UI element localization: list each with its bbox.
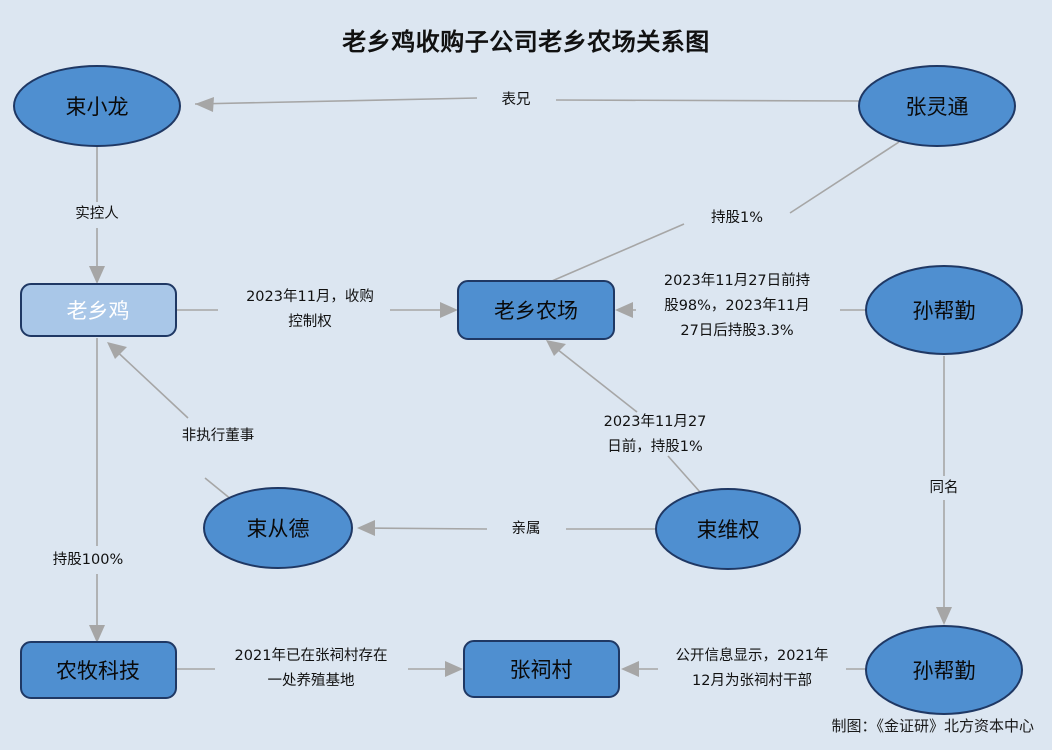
arrowhead <box>445 661 463 677</box>
edge-label-biaoxiong: 表兄 <box>502 91 531 108</box>
edge-line-segment <box>789 141 900 214</box>
edge-label-line: 12月为张祠村干部 <box>692 672 812 689</box>
edge-label-line: 股98%，2023年11月 <box>664 297 810 314</box>
node-sunbangqin-top[interactable]: 孙帮勤 <box>865 265 1023 355</box>
edge-qinshu[interactable] <box>357 520 655 536</box>
edge-sunbangqin-holding[interactable] <box>615 302 866 318</box>
node-shape <box>463 640 620 698</box>
arrowhead <box>107 342 127 359</box>
edge-line-segment <box>359 527 488 530</box>
edge-label-qinshu: 亲属 <box>512 520 541 537</box>
arrowhead <box>936 607 952 625</box>
edge-label-line: 2023年11月27 <box>604 413 707 430</box>
arrowhead <box>195 97 214 112</box>
node-label: 束维权 <box>697 518 760 542</box>
edge-label-cungambu: 公开信息显示，2021年 12月为张祠村干部 <box>676 647 829 689</box>
edge-label-shougou: 2023年11月，收购 控制权 <box>246 288 374 330</box>
edge-label-line: 27日后持股3.3% <box>680 322 793 339</box>
edge-line-segment <box>667 455 701 493</box>
edge-label-line: 持股1% <box>711 209 763 226</box>
edge-label-shikongren: 实控人 <box>75 205 119 222</box>
node-label: 张祠村 <box>510 658 573 682</box>
arrowhead <box>357 520 375 536</box>
edge-label-line: 表兄 <box>502 91 531 108</box>
node-shuweiquan[interactable]: 束维权 <box>655 488 801 570</box>
edge-line-segment <box>109 344 189 419</box>
node-label: 孙帮勤 <box>913 659 976 683</box>
node-label: 孙帮勤 <box>913 299 976 323</box>
node-sunbangqin-bottom[interactable]: 孙帮勤 <box>865 625 1023 715</box>
edge-shuweiquan-holding[interactable] <box>546 340 701 493</box>
node-laoxiangnongchang[interactable]: 老乡农场 <box>457 280 615 340</box>
node-shuxiaolong[interactable]: 束小龙 <box>13 65 181 147</box>
edge-biaoxiong[interactable] <box>194 97 860 112</box>
edge-feizhixingdongshi[interactable] <box>107 342 233 501</box>
node-zhanglingtong[interactable]: 张灵通 <box>858 65 1016 147</box>
edge-label-line: 实控人 <box>75 205 119 222</box>
edge-label-shuweiquan-holding: 2023年11月27 日前，持股1% <box>604 413 707 455</box>
node-label: 老乡农场 <box>494 299 578 323</box>
node-zhangcicun[interactable]: 张祠村 <box>463 640 620 698</box>
edge-label-chigu1pct-zlt: 持股1% <box>711 209 763 226</box>
page-title: 老乡鸡收购子公司老乡农场关系图 <box>342 28 710 56</box>
edge-line-segment <box>544 223 685 285</box>
node-shape <box>13 65 181 147</box>
edge-label-line: 2023年11月27日前持 <box>664 272 810 289</box>
edges-layer <box>89 97 952 677</box>
edge-line-segment <box>547 341 638 413</box>
node-label: 老乡鸡 <box>67 299 130 323</box>
node-shape <box>457 280 615 340</box>
edge-tongming[interactable] <box>936 356 952 625</box>
node-shape <box>865 625 1023 715</box>
edge-label-line: 同名 <box>930 479 959 496</box>
arrowhead <box>440 302 458 318</box>
node-label: 农牧科技 <box>56 659 140 683</box>
arrowhead <box>89 266 105 284</box>
arrowhead <box>615 302 633 318</box>
arrowhead <box>546 340 566 356</box>
credit-line: 制图：《金证研》北方资本中心 <box>831 717 1034 735</box>
node-shape <box>203 487 353 569</box>
edge-line-segment <box>194 97 478 105</box>
edge-line-segment <box>204 477 233 501</box>
edge-label-line: 控制权 <box>288 313 332 330</box>
edge-label-line: 日前，持股1% <box>607 438 703 455</box>
node-shape <box>20 641 177 699</box>
edge-cungambu[interactable] <box>621 661 866 677</box>
edge-label-yangzhijidi: 2021年已在张祠村存在 一处养殖基地 <box>235 647 388 689</box>
edge-label-line: 2021年已在张祠村存在 <box>235 647 388 664</box>
edge-label-line: 持股100% <box>53 551 123 568</box>
edge-label-tongming: 同名 <box>930 479 959 496</box>
node-laoxiangji[interactable]: 老乡鸡 <box>20 283 177 337</box>
edge-labels-layer: 表兄 持股1% 实控人 2023年11月，收购 控制权 2023年11月27日前… <box>53 91 959 689</box>
arrowhead <box>621 661 639 677</box>
arrowhead <box>89 625 105 643</box>
edge-label-sunbangqin-holding: 2023年11月27日前持 股98%，2023年11月 27日后持股3.3% <box>664 272 810 339</box>
edge-label-line: 公开信息显示，2021年 <box>676 647 829 664</box>
edge-label-line: 亲属 <box>512 520 541 537</box>
edge-label-line: 2023年11月，收购 <box>246 288 374 305</box>
edge-label-line: 一处养殖基地 <box>268 672 355 689</box>
nodes-layer: 束小龙 张灵通 老乡鸡 老乡农场 孙帮勤 束从德 <box>13 65 1023 715</box>
node-shape <box>20 283 177 337</box>
node-label: 束从德 <box>247 517 310 541</box>
node-shape <box>865 265 1023 355</box>
node-shucongde[interactable]: 束从德 <box>203 487 353 569</box>
node-shape <box>655 488 801 570</box>
edge-shougou[interactable] <box>177 302 458 318</box>
edge-shikongren[interactable] <box>89 147 105 284</box>
node-label: 张灵通 <box>906 95 969 119</box>
edge-yangzhijidi[interactable] <box>177 661 463 677</box>
node-shape <box>858 65 1016 147</box>
edge-label-line: 非执行董事 <box>182 427 255 444</box>
edge-line-segment <box>555 99 860 102</box>
edge-chigu100[interactable] <box>89 338 105 643</box>
edge-label-chigu100: 持股100% <box>53 551 123 568</box>
node-label: 束小龙 <box>66 95 129 119</box>
node-nongmukeji[interactable]: 农牧科技 <box>20 641 177 699</box>
edge-label-feizhixingdongshi: 非执行董事 <box>182 427 255 444</box>
